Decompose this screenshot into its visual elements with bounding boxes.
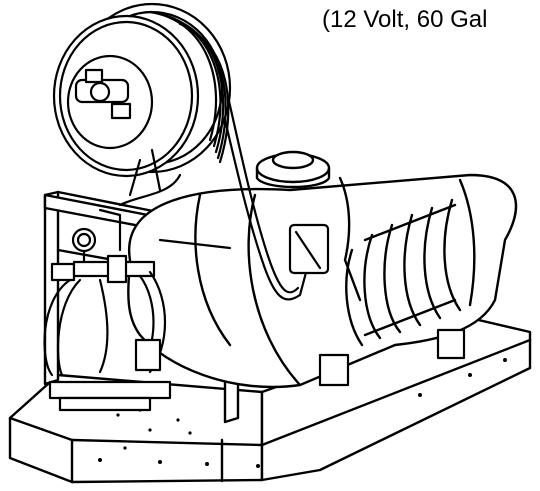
hose-line <box>118 86 314 301</box>
tank <box>127 150 518 389</box>
hose-reel <box>52 2 232 197</box>
spec-caption: (12 Volt, 60 Gal <box>322 6 488 33</box>
tank-brackets <box>134 223 466 387</box>
